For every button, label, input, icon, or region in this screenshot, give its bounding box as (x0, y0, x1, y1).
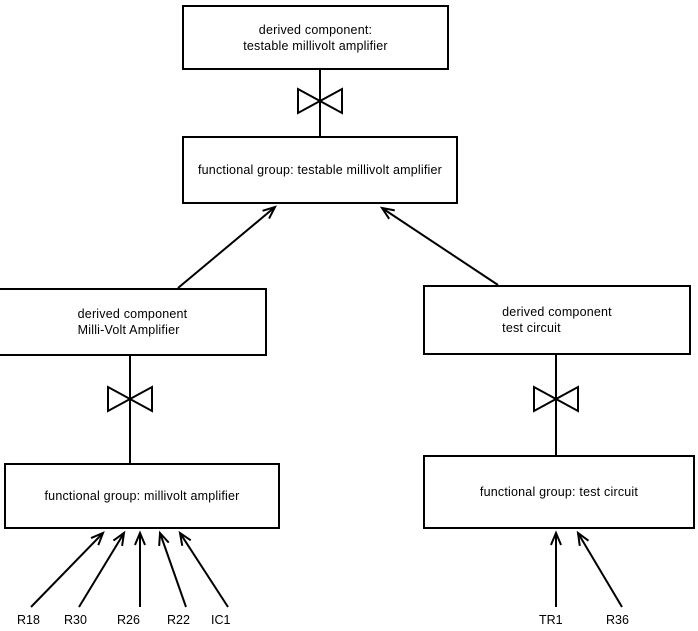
terminal-label-tr1: TR1 (539, 613, 563, 627)
arrow-shaft (578, 534, 623, 608)
arrow-shaft (30, 533, 103, 608)
arrowhead-icon (576, 530, 590, 547)
node-label: derived component test circuit (502, 305, 612, 335)
arrowhead-icon (262, 205, 277, 220)
arrowhead-icon (90, 531, 105, 546)
refinement-link-link-test-circuit (533, 355, 579, 455)
arrowhead-icon (158, 530, 170, 547)
arrow-arrow-r36 (576, 530, 623, 608)
node-fg-test-circuit[interactable]: functional group: test circuit (423, 455, 695, 529)
node-label: functional group: millivolt amplifier (44, 489, 240, 503)
bowtie-right-triangle-icon (317, 87, 343, 115)
bowtie-left-triangle-icon (533, 385, 559, 413)
arrow-arrow-test-circuit-to-testable (379, 206, 499, 286)
node-label: derived component: testable millivolt am… (243, 22, 388, 53)
arrow-arrow-r18 (30, 531, 105, 608)
arrowhead-icon (379, 206, 395, 220)
arrow-arrow-tr1 (550, 530, 562, 607)
arrowhead-icon (134, 530, 146, 546)
node-fg-testable-millivolt-amplifier[interactable]: functional group: testable millivolt amp… (182, 136, 458, 204)
node-fg-millivolt-amplifier[interactable]: functional group: millivolt amplifier (4, 463, 280, 529)
arrow-arrow-milli-volt-amplifier-to-testable (177, 205, 277, 289)
arrow-shaft (159, 534, 187, 608)
refinement-link-link-testable-amplifier (297, 70, 343, 136)
arrowhead-icon (112, 530, 126, 547)
arrowhead-icon (178, 530, 192, 546)
arrow-shaft (383, 208, 499, 286)
node-label: functional group: test circuit (479, 485, 639, 499)
node-label: functional group: testable millivolt amp… (197, 163, 443, 177)
bowtie-right-triangle-icon (127, 385, 153, 413)
arrow-shaft (78, 534, 124, 608)
bowtie-left-triangle-icon (297, 87, 323, 115)
arrow-arrow-r26 (134, 530, 146, 607)
arrow-shaft (180, 534, 229, 608)
arrowhead-icon (550, 530, 562, 546)
node-derived-testable-millivolt-amplifier[interactable]: derived component: testable millivolt am… (182, 5, 449, 70)
bowtie-right-triangle-icon (553, 385, 579, 413)
terminal-label-r22: R22 (167, 613, 190, 627)
edges-group (30, 70, 623, 608)
node-derived-test-circuit[interactable]: derived component test circuit (423, 285, 691, 355)
node-label: derived component Milli-Volt Amplifier (77, 307, 188, 337)
terminal-label-r30: R30 (64, 613, 87, 627)
arrow-arrow-ic1 (178, 530, 229, 608)
terminal-label-r18: R18 (17, 613, 40, 627)
node-derived-milli-volt-amplifier[interactable]: derived component Milli-Volt Amplifier (0, 288, 267, 356)
terminal-label-ic1: IC1 (211, 613, 231, 627)
terminal-label-r26: R26 (117, 613, 140, 627)
arrow-arrow-r30 (78, 530, 126, 608)
bowtie-left-triangle-icon (107, 385, 133, 413)
arrow-arrow-r22 (158, 530, 187, 608)
terminal-label-r36: R36 (606, 613, 629, 627)
refinement-link-link-milli-volt-amplifier (107, 356, 153, 463)
arrow-shaft (177, 207, 275, 289)
